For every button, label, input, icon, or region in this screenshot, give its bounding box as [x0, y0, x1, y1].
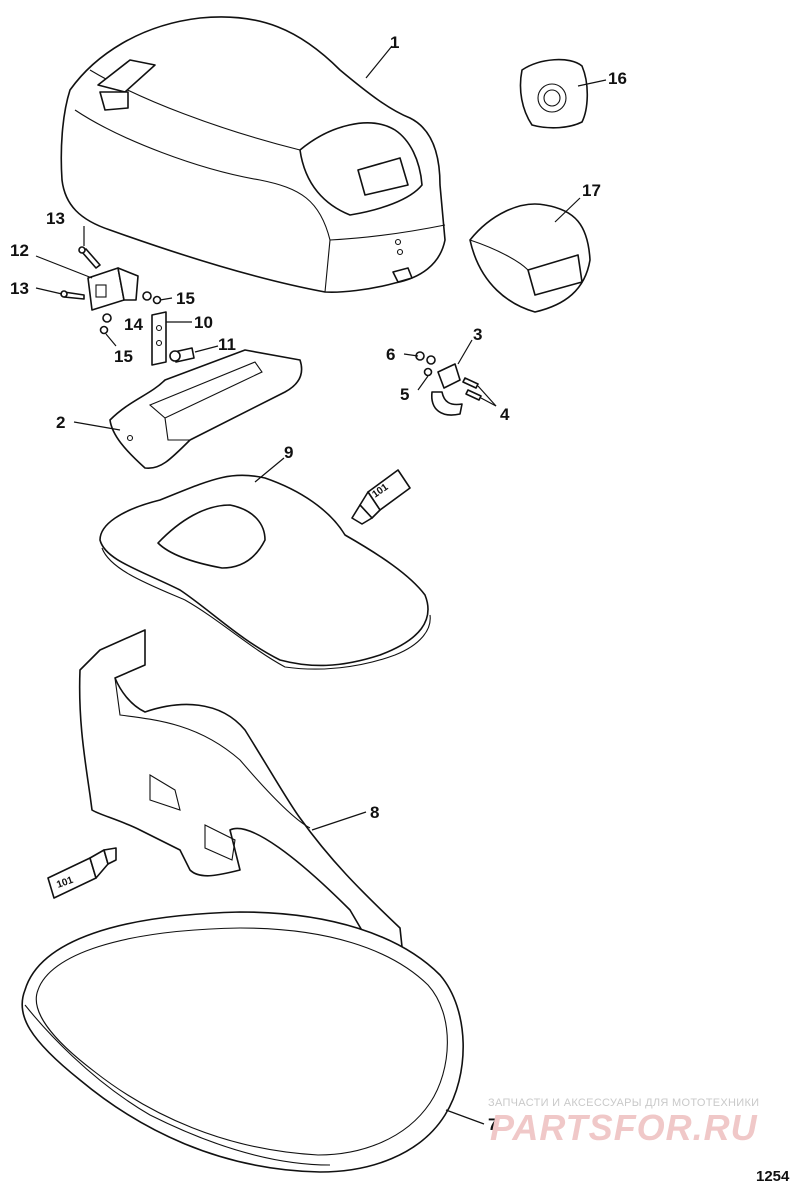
sealant-tube-lower: 101	[47, 847, 117, 899]
part-vent-cover	[469, 203, 591, 313]
part-side-seal	[78, 629, 406, 976]
callout-5: 5	[400, 385, 409, 404]
part-top-seal	[99, 474, 431, 670]
callout-15-lower: 15	[114, 347, 133, 366]
callout-12: 12	[10, 241, 29, 260]
watermark-tagline: ЗАПЧАСТИ И АКСЕССУАРЫ ДЛЯ МОТОТЕХНИКИ	[488, 1097, 759, 1109]
callout-4: 4	[500, 405, 510, 424]
callout-13-left: 13	[10, 279, 29, 298]
callout-8: 8	[370, 803, 379, 822]
callout-10: 10	[194, 313, 213, 332]
callout-17: 17	[582, 181, 601, 200]
callout-15-upper: 15	[176, 289, 195, 308]
part-clip-assembly	[415, 351, 482, 416]
callout-numbers: 1 16 17 13 12 13 15 14 10 15 11 3 6 5 4 …	[10, 33, 627, 1134]
callout-2: 2	[56, 413, 65, 432]
leader-lines	[35, 45, 607, 1125]
callout-11: 11	[218, 335, 236, 354]
callout-6: 6	[386, 345, 395, 364]
watermark-brand: PARTSFOR.RU	[490, 1107, 758, 1148]
part-latch-assembly	[60, 246, 195, 366]
callout-1: 1	[390, 33, 399, 52]
callout-9: 9	[284, 443, 293, 462]
callout-7: 7	[488, 1115, 497, 1134]
part-top-cowl	[60, 16, 446, 293]
callout-13-upper: 13	[46, 209, 65, 228]
part-decal	[519, 58, 589, 129]
part-latch-bracket	[109, 349, 303, 469]
watermark: ЗАПЧАСТИ И АКСЕССУАРЫ ДЛЯ МОТОТЕХНИКИ PA…	[488, 1097, 759, 1148]
sealant-tube-upper: 101	[351, 469, 411, 525]
callout-16: 16	[608, 69, 627, 88]
part-gasket-ring	[21, 911, 464, 1173]
callout-14: 14	[124, 315, 143, 334]
figure-number: 1254	[756, 1168, 790, 1185]
callout-3: 3	[473, 325, 482, 344]
